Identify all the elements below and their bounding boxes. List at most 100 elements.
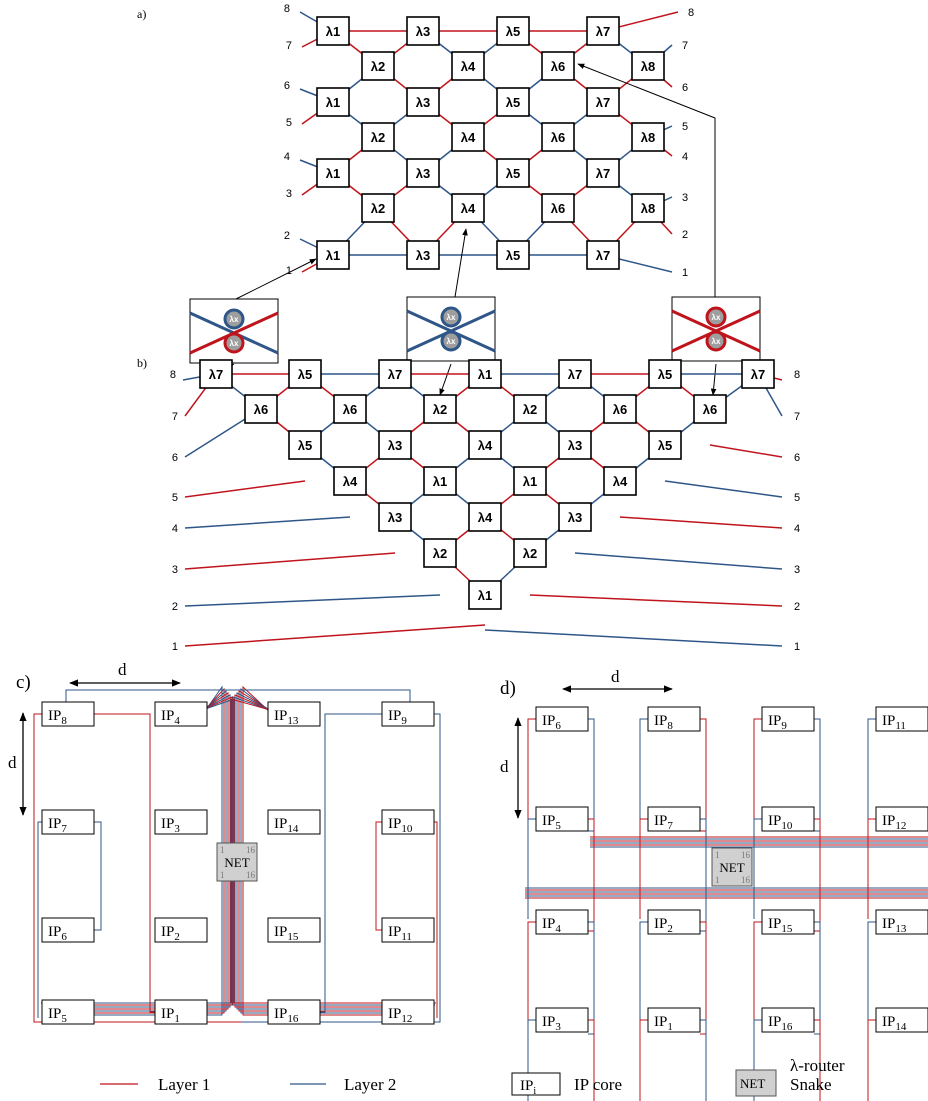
legend-ip-symbol-label: IPi [520, 1078, 536, 1097]
router-b [423, 394, 457, 424]
ip-core-c-label: IP6 [48, 924, 67, 943]
ring-label: λx [447, 337, 456, 346]
snake-waveguide [65, 689, 411, 702]
router-a-label: λ7 [596, 95, 610, 110]
ring-resonator-icon [440, 330, 462, 352]
port-label-left: 5 [286, 117, 292, 129]
router-a-label: λ6 [551, 201, 565, 216]
ip-core-c-label: IP2 [161, 924, 180, 943]
router-a-label: λ2 [371, 130, 385, 145]
ip-core-d-label: IP9 [768, 713, 787, 732]
router-b-label: λ7 [751, 367, 765, 382]
snake-waveguide [375, 821, 382, 931]
ip-core-c [154, 809, 208, 835]
port-label-left: 7 [172, 411, 178, 423]
snake-waveguide [639, 1019, 648, 1101]
snake-waveguide [814, 921, 821, 1035]
ip-core-d [647, 909, 701, 935]
ip-core-c [41, 999, 95, 1025]
ip-core-d [647, 1007, 701, 1033]
router-b-label: λ6 [703, 402, 717, 417]
router-a [631, 122, 665, 152]
router-b-label: λ7 [209, 367, 223, 382]
router-b-label: λ3 [388, 438, 402, 453]
net-port-1: 1 [220, 870, 225, 880]
router-b [693, 394, 727, 424]
router-b-label: λ1 [478, 588, 492, 603]
port-label-right: 2 [794, 601, 800, 613]
ip-core-d-label: IP14 [882, 1014, 907, 1033]
snake-waveguide [43, 694, 231, 1008]
router-b [603, 466, 637, 496]
snake-waveguide [639, 818, 648, 919]
snake-waveguide [867, 718, 876, 819]
router-b [513, 466, 547, 496]
port-label-right: 6 [794, 452, 800, 464]
ip-core-c [154, 917, 208, 943]
ip-core-c [381, 999, 435, 1025]
router-a [406, 16, 440, 46]
dimension-horizontal-c: d [69, 660, 181, 687]
ip-core-d [875, 806, 928, 832]
port-label-left: 3 [286, 188, 292, 200]
router-b-label: λ7 [388, 367, 402, 382]
router-a-label: λ8 [641, 130, 655, 145]
snake-waveguide [639, 921, 648, 1022]
snake-waveguide [238, 690, 432, 1012]
router-a-label: λ1 [326, 248, 340, 263]
router-b [648, 430, 682, 460]
router-b-label: λ7 [568, 367, 582, 382]
router-b-label: λ4 [613, 474, 628, 489]
ip-core-c [267, 999, 321, 1025]
port-label-left: 6 [172, 452, 178, 464]
snake-waveguide [814, 1019, 821, 1101]
pointer-arrow [710, 363, 717, 396]
port-label-left: 8 [284, 3, 290, 15]
snake-waveguide [33, 713, 242, 1023]
ring-resonator-icon [223, 332, 245, 354]
router-b [558, 359, 592, 389]
ring-label: λx [230, 315, 239, 324]
ip-core-d [875, 706, 928, 732]
router-a [361, 193, 395, 223]
router-b-label: λ6 [343, 402, 357, 417]
ring-resonator-icon [440, 306, 462, 328]
ip-core-c-label: IP10 [388, 816, 413, 835]
ip-core-d-label: IP3 [542, 1014, 561, 1033]
ring-label: λx [712, 337, 721, 346]
router-a [361, 51, 395, 81]
router-a-label: λ5 [506, 248, 520, 263]
port-label-right: 1 [794, 641, 800, 653]
router-b [378, 430, 412, 460]
port-stub-right [484, 629, 783, 647]
ip-core-c-label: IP16 [274, 1006, 299, 1025]
ip-core-d [535, 909, 589, 935]
snake-waveguide [41, 698, 235, 1004]
router-b [648, 359, 682, 389]
ip-core-c-label: IP15 [274, 924, 299, 943]
router-a [631, 51, 665, 81]
snake-waveguide [527, 818, 536, 919]
snake-waveguide [46, 687, 225, 1014]
dimension-vertical-d: d [500, 717, 522, 819]
router-a [406, 158, 440, 188]
ip-core-d [535, 806, 589, 832]
ip-core-c-label: IP11 [388, 924, 412, 943]
router-a [451, 122, 485, 152]
ring-label: λx [447, 313, 456, 322]
router-a [586, 16, 620, 46]
router-a [316, 240, 350, 270]
legend-layer2-label: Layer 2 [344, 1075, 396, 1094]
port-label-right: 2 [682, 229, 688, 241]
router-a-label: λ7 [596, 24, 610, 39]
router-b [468, 502, 502, 532]
ip-core-d [535, 706, 589, 732]
ip-core-d-label: IP12 [882, 813, 906, 832]
snake-waveguide [867, 818, 876, 919]
ip-core-d [875, 1007, 928, 1033]
router-a-label: λ1 [326, 24, 340, 39]
